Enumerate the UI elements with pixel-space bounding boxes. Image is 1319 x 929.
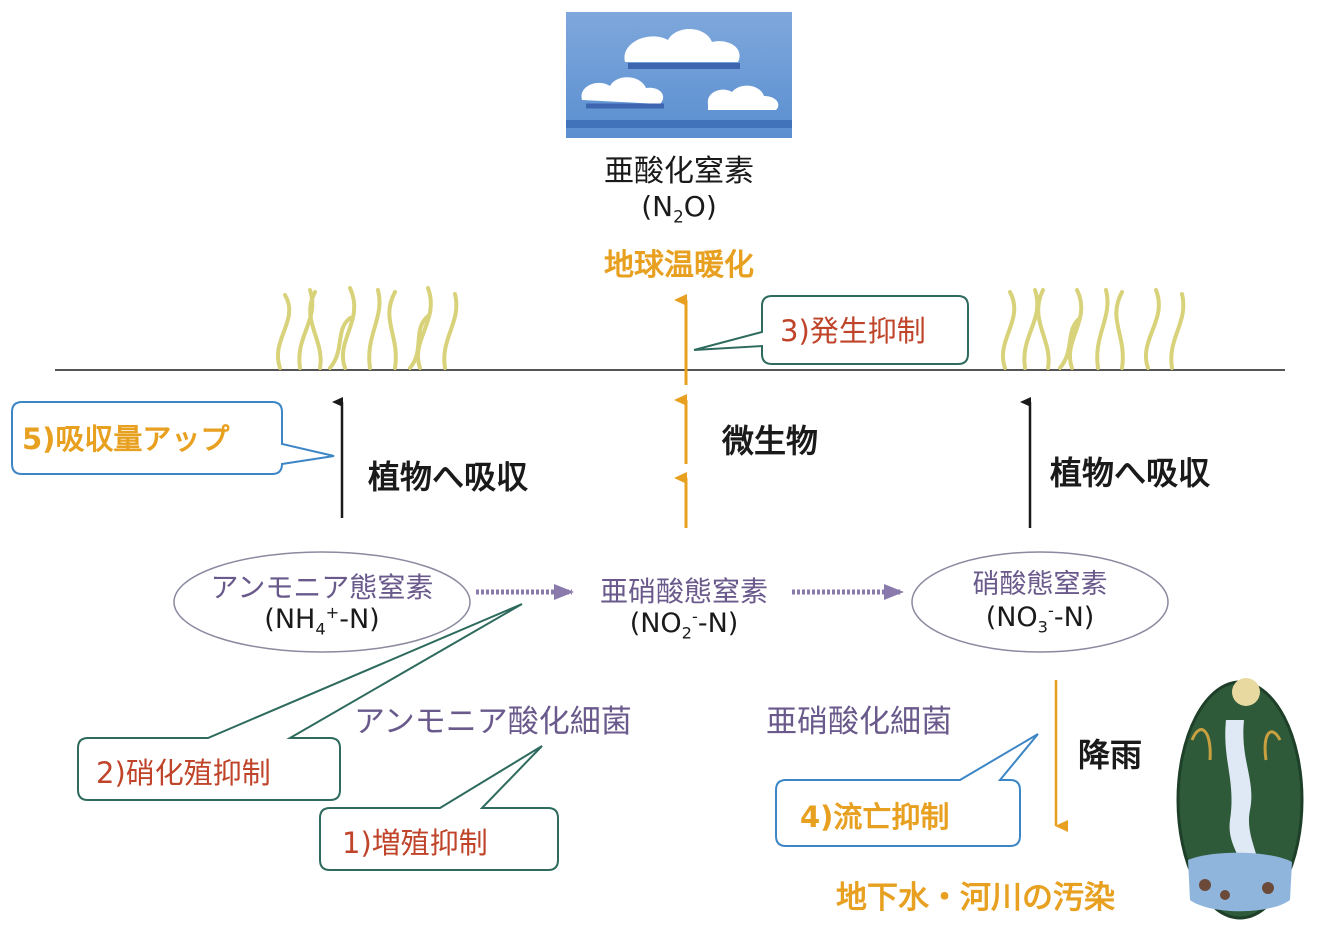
global-warming-label: 地球温暖化 bbox=[604, 248, 754, 283]
nitrite-formula: (NO2--N) bbox=[574, 607, 794, 643]
ammonium-name: アンモニア態窒素 bbox=[210, 571, 434, 604]
waterfall-icon bbox=[1176, 678, 1304, 920]
nitrite-oxidizing-bacteria-label: 亜硝酸化細菌 bbox=[766, 704, 952, 740]
callout-2-text: 2)硝化殖抑制 bbox=[96, 756, 271, 790]
ammonia-oxidizing-bacteria-label: アンモニア酸化細菌 bbox=[354, 704, 632, 740]
callout-4-text: 4)流亡抑制 bbox=[800, 800, 950, 834]
nitrate-formula-sub: 3 bbox=[1037, 617, 1048, 637]
nitrite-formula-b: -N) bbox=[697, 608, 739, 639]
plant-uptake-label-left: 植物へ吸収 bbox=[368, 458, 529, 496]
callout-4-frame bbox=[775, 733, 1039, 847]
grass-right-icon bbox=[1001, 288, 1186, 370]
callout-2-frame bbox=[77, 603, 523, 801]
callout-3-frame bbox=[693, 295, 969, 365]
nitrate-formula-a: (NO bbox=[985, 602, 1038, 633]
nitrate-node bbox=[911, 551, 1169, 653]
callout-3-text: 3)発生抑制 bbox=[780, 314, 926, 348]
nitrite-formula-sup: - bbox=[691, 607, 698, 626]
nitrite-name: 亜硝酸態窒素 bbox=[599, 575, 768, 608]
ammonium-formula-sub: 4 bbox=[315, 619, 326, 639]
rain-label: 降雨 bbox=[1078, 736, 1143, 774]
ammonium-formula-sup: + bbox=[325, 603, 340, 622]
gas-name: 亜酸化窒素 bbox=[604, 154, 754, 189]
ammonium-node bbox=[173, 551, 471, 653]
grass-left-icon bbox=[276, 286, 459, 370]
callout-1-text: 1)増殖抑制 bbox=[342, 826, 488, 860]
nitrate-name: 硝酸態窒素 bbox=[972, 569, 1108, 600]
nitrite-formula-sub: 2 bbox=[681, 623, 692, 643]
sky-cloud-icon bbox=[566, 12, 792, 138]
gas-formula-sub: 2 bbox=[673, 206, 684, 227]
callout-5-text: 5)吸収量アップ bbox=[22, 422, 230, 456]
gas-formula-pre: (N bbox=[641, 190, 674, 223]
ammonium-formula-b: -N) bbox=[339, 604, 380, 635]
callout-1-frame bbox=[319, 745, 559, 871]
microbe-label: 微生物 bbox=[722, 422, 819, 460]
nitrate-formula-b: -N) bbox=[1053, 602, 1095, 633]
nitrate-formula: (NO3--N) bbox=[912, 601, 1168, 637]
ammonium-formula-a: (NH bbox=[264, 604, 316, 635]
gas-formula: (N2O) bbox=[566, 190, 792, 225]
gas-formula-post: O) bbox=[683, 190, 717, 223]
callout-5-frame bbox=[11, 401, 335, 475]
nitrite-formula-a: (NO bbox=[629, 608, 682, 639]
ammonium-formula: (NH4+-N) bbox=[174, 603, 470, 639]
plant-uptake-label-right: 植物へ吸収 bbox=[1050, 454, 1211, 492]
pollution-label: 地下水・河川の汚染 bbox=[836, 880, 1115, 916]
nitrate-formula-sup: - bbox=[1047, 601, 1054, 620]
